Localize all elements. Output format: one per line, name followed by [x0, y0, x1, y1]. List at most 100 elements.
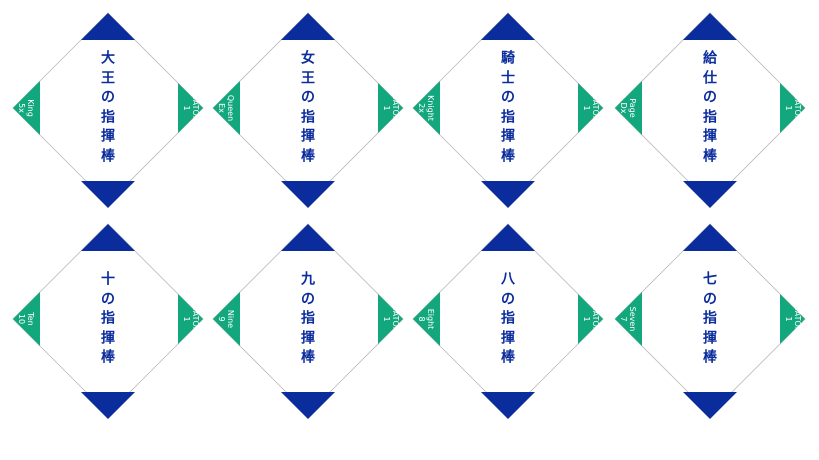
rank-label: King 5x: [17, 99, 35, 117]
card-diamond-frame: [12, 12, 204, 208]
bottom-triangle-marker: [481, 392, 535, 419]
left-triangle-marker: [213, 292, 240, 346]
bottom-triangle-marker: [683, 392, 737, 419]
rank-label: Eight 8: [417, 309, 435, 330]
left-triangle-marker: [413, 81, 440, 135]
card-page[interactable]: 給仕の指揮棒 Page Dx BATON 1: [614, 12, 806, 208]
card-diamond-frame: [614, 223, 806, 419]
suit-type: BATON: [793, 305, 802, 333]
rank-label: Queen Ex: [217, 95, 235, 121]
rank-name: Seven: [628, 306, 637, 332]
rank-name: Knight: [426, 95, 435, 121]
card-diamond-frame: [212, 12, 404, 208]
rank-name: Nine: [226, 309, 235, 329]
card-king[interactable]: 大王の指揮棒 King 5x BATON 1: [12, 12, 204, 208]
top-triangle-marker: [683, 224, 737, 251]
rank-name: Queen: [226, 94, 235, 122]
top-triangle-marker: [683, 13, 737, 40]
rank-label: Seven 7: [619, 307, 637, 332]
suit-type: BATON: [591, 305, 600, 333]
rank-code: 9: [217, 316, 226, 322]
suit-label: BATON 1: [784, 305, 802, 333]
card-diamond-frame: [12, 223, 204, 419]
bottom-triangle-marker: [281, 392, 335, 419]
suit-type: BATON: [793, 94, 802, 122]
left-triangle-marker: [13, 292, 40, 346]
suit-number: 1: [382, 105, 391, 111]
suit-label: BATON 1: [382, 305, 400, 333]
rank-code: 7: [619, 316, 628, 322]
rank-label: Nine 9: [217, 310, 235, 328]
card-eight[interactable]: 八の指揮棒 Eight 8 BATON 1: [412, 223, 604, 419]
rank-code: 8: [417, 316, 426, 322]
top-triangle-marker: [481, 13, 535, 40]
rank-label: Knight 2x: [417, 95, 435, 121]
top-triangle-marker: [481, 224, 535, 251]
card-title: 九の指揮棒: [301, 271, 315, 366]
right-triangle-marker: [378, 294, 403, 344]
card-knight[interactable]: 騎士の指揮棒 Knight 2x BATON 1: [412, 12, 604, 208]
rank-name: Ten: [26, 312, 35, 326]
rank-code: 5x: [17, 103, 26, 113]
left-triangle-marker: [615, 292, 642, 346]
top-triangle-marker: [281, 13, 335, 40]
left-triangle-marker: [413, 292, 440, 346]
suit-number: 1: [582, 105, 591, 111]
bottom-triangle-marker: [281, 181, 335, 208]
right-triangle-marker: [578, 83, 603, 133]
suit-type: BATON: [191, 305, 200, 333]
top-triangle-marker: [281, 224, 335, 251]
bottom-triangle-marker: [683, 181, 737, 208]
suit-type: BATON: [391, 94, 400, 122]
card-seven[interactable]: 七の指揮棒 Seven 7 BATON 1: [614, 223, 806, 419]
rank-code: 2x: [417, 103, 426, 113]
rank-label: Ten 10: [17, 312, 35, 326]
right-triangle-marker: [578, 294, 603, 344]
left-triangle-marker: [13, 81, 40, 135]
rank-code: Ex: [217, 103, 226, 113]
card-title: 騎士の指揮棒: [501, 50, 515, 165]
card-diamond-frame: [212, 223, 404, 419]
bottom-triangle-marker: [81, 392, 135, 419]
left-triangle-marker: [213, 81, 240, 135]
left-triangle-marker: [615, 81, 642, 135]
card-title: 給仕の指揮棒: [703, 50, 717, 165]
suit-number: 1: [182, 105, 191, 111]
rank-label: Page Dx: [619, 98, 637, 117]
top-triangle-marker: [81, 13, 135, 40]
rank-name: King: [26, 99, 35, 117]
rank-code: 10: [17, 313, 26, 325]
suit-label: BATON 1: [582, 305, 600, 333]
right-triangle-marker: [178, 83, 203, 133]
card-title: 八の指揮棒: [501, 271, 515, 366]
suit-number: 1: [582, 316, 591, 322]
suit-number: 1: [182, 316, 191, 322]
suit-label: BATON 1: [382, 94, 400, 122]
card-ten[interactable]: 十の指揮棒 Ten 10 BATON 1: [12, 223, 204, 419]
right-triangle-marker: [378, 83, 403, 133]
card-title: 大王の指揮棒: [101, 50, 115, 165]
suit-label: BATON 1: [182, 305, 200, 333]
card-queen[interactable]: 女王の指揮棒 Queen Ex BATON 1: [212, 12, 404, 208]
suit-number: 1: [784, 316, 793, 322]
rank-code: Dx: [619, 102, 628, 114]
right-triangle-marker: [178, 294, 203, 344]
bottom-triangle-marker: [81, 181, 135, 208]
bottom-triangle-marker: [481, 181, 535, 208]
right-triangle-marker: [780, 294, 805, 344]
suit-label: BATON 1: [582, 94, 600, 122]
suit-type: BATON: [191, 94, 200, 122]
card-diamond-frame: [614, 12, 806, 208]
card-diamond-frame: [412, 12, 604, 208]
card-title: 十の指揮棒: [101, 271, 115, 366]
card-nine[interactable]: 九の指揮棒 Nine 9 BATON 1: [212, 223, 404, 419]
top-triangle-marker: [81, 224, 135, 251]
card-diamond-frame: [412, 223, 604, 419]
suit-number: 1: [382, 316, 391, 322]
right-triangle-marker: [780, 83, 805, 133]
suit-label: BATON 1: [784, 94, 802, 122]
rank-name: Eight: [426, 308, 435, 330]
suit-type: BATON: [591, 94, 600, 122]
suit-type: BATON: [391, 305, 400, 333]
suit-label: BATON 1: [182, 94, 200, 122]
